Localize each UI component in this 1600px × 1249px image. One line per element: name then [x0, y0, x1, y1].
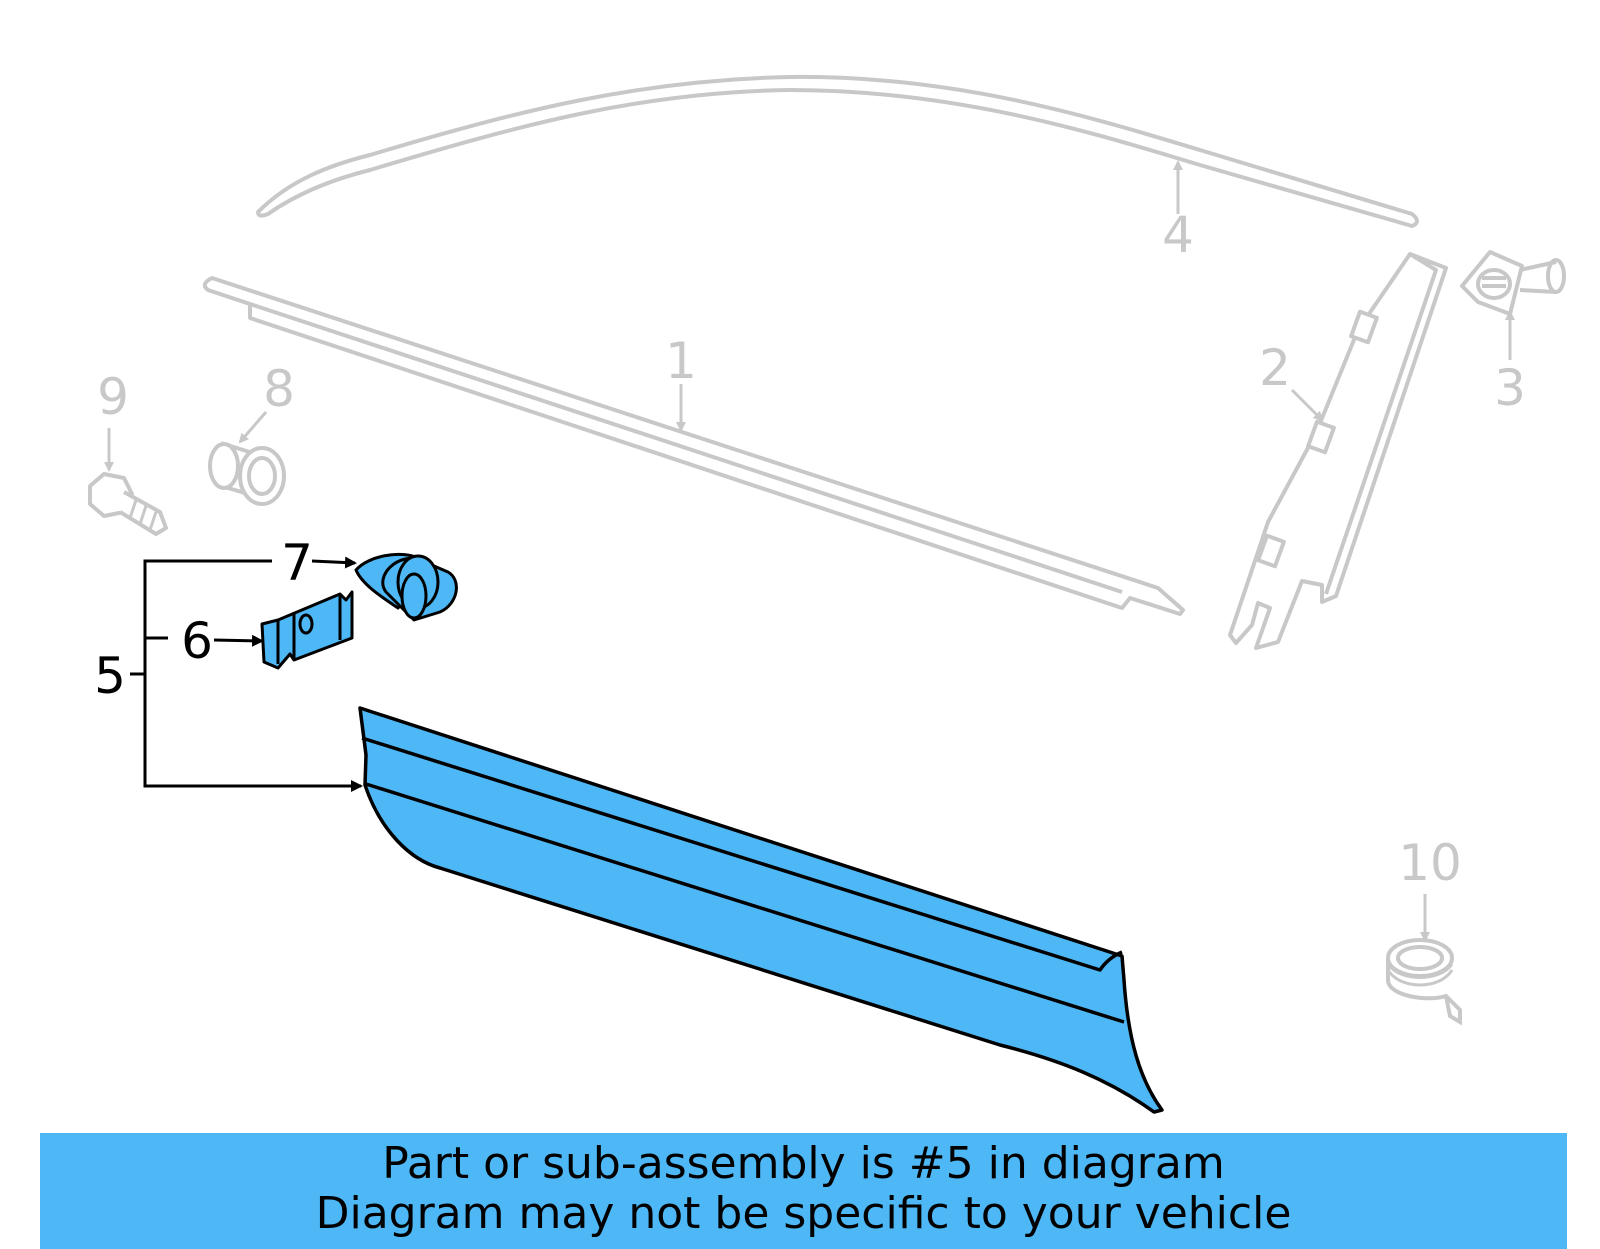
part-1-belt-molding — [202, 276, 1185, 616]
info-banner: Part or sub-assembly is #5 in diagram Di… — [40, 1133, 1567, 1249]
callout-5: 5 — [94, 647, 126, 705]
gray-leader-arrows — [104, 160, 1515, 942]
callout-6: 6 — [181, 612, 213, 670]
part-7-push-clip — [354, 552, 458, 622]
assembly-5-bracket-lines — [130, 556, 363, 792]
part-4-roof-molding — [256, 74, 1419, 228]
part-8-grommet — [208, 441, 286, 506]
callout-9: 9 — [97, 368, 129, 426]
callout-10: 10 — [1398, 834, 1462, 892]
callout-2: 2 — [1259, 339, 1291, 397]
banner-line-2: Diagram may not be specific to your vehi… — [315, 1188, 1292, 1239]
part-2-window-channel — [1228, 252, 1448, 650]
callout-8: 8 — [263, 360, 295, 418]
banner-line-1: Part or sub-assembly is #5 in diagram — [382, 1138, 1225, 1189]
part-3-clip — [1460, 250, 1566, 316]
part-10-tape — [1386, 938, 1462, 1026]
part-9-screw — [88, 472, 168, 536]
callout-3: 3 — [1494, 359, 1526, 417]
callout-4: 4 — [1162, 206, 1194, 264]
part-5-door-molding — [358, 706, 1164, 1114]
callout-1: 1 — [665, 332, 697, 390]
callout-7: 7 — [281, 534, 313, 592]
part-6-bracket — [260, 590, 354, 670]
